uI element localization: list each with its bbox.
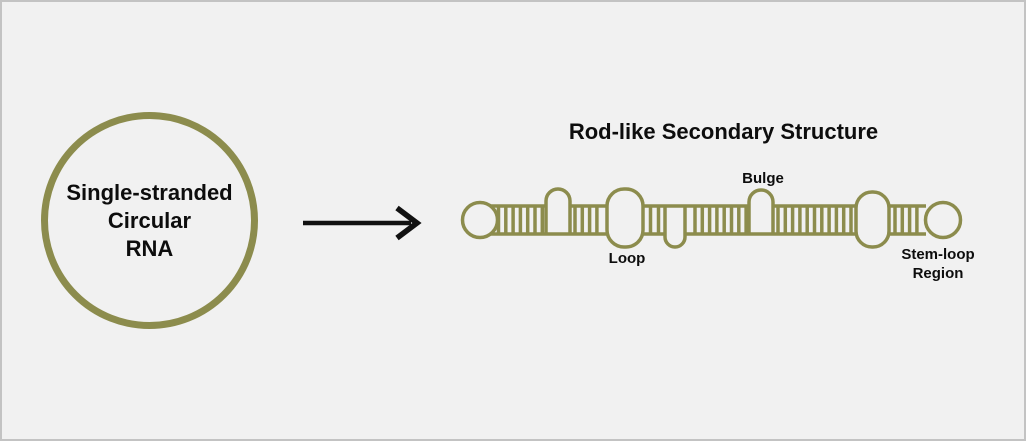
stem-loop-label-line1: Stem-loop [901, 246, 975, 263]
internal-loop-right-shape [854, 190, 891, 249]
small-bulge-top-shape [544, 187, 572, 234]
loop-label: Loop [608, 250, 646, 267]
loop-shape [605, 187, 645, 249]
small-bulge-bottom-shape [663, 206, 687, 249]
rod-structure [460, 187, 963, 249]
circular-rna-label-line1: Single-stranded [66, 179, 233, 205]
stem-loop-circle [923, 200, 963, 240]
stem-loop-region-label: Stem-loop Region [868, 245, 1008, 283]
bulge-shape [747, 188, 775, 234]
rod-structure-title: Rod-like Secondary Structure [568, 119, 879, 144]
arrow-right-icon [303, 205, 422, 241]
terminal-loop-left [460, 200, 500, 240]
base-pair-rungs [496, 206, 919, 234]
circular-rna-label-line3: RNA [125, 235, 174, 261]
stem-loop-label-line2: Region [912, 265, 964, 282]
bulge-label: Bulge [742, 170, 784, 187]
circular-rna-node: Single-stranded Circular RNA [41, 112, 258, 329]
circular-rna-label-line2: Circular [107, 207, 192, 233]
